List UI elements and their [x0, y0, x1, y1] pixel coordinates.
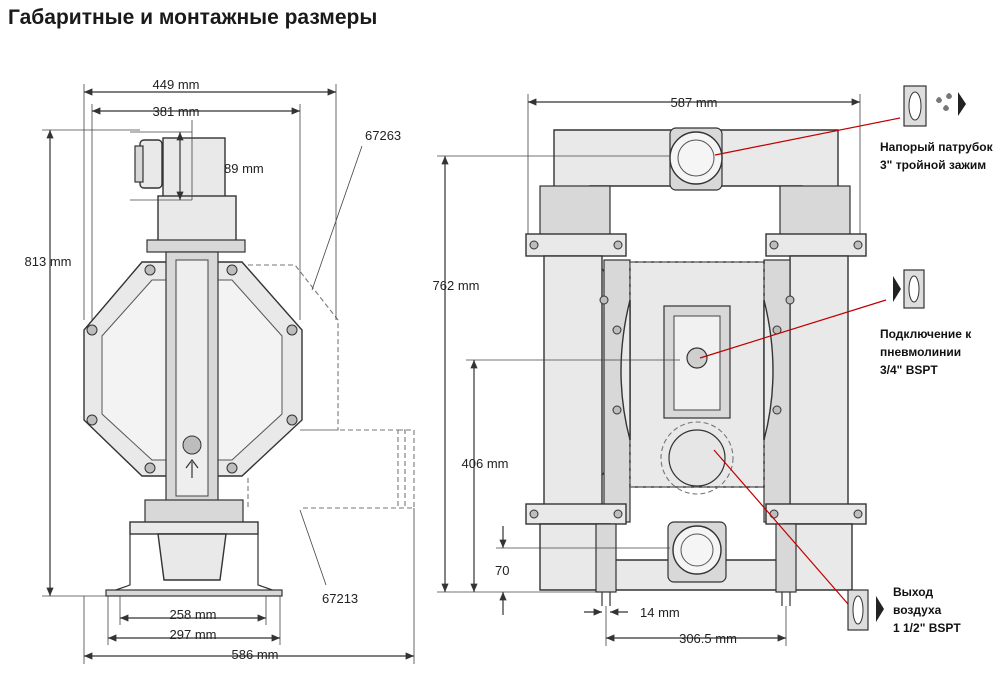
dim-586: 586 mm — [232, 647, 279, 662]
air-line1: Подключение к — [880, 327, 972, 341]
outlet-line2: 3" тройной зажим — [880, 158, 986, 172]
page-title: Габаритные и монтажные размеры — [8, 6, 378, 29]
dim-381: 381 mm — [153, 104, 200, 119]
front-view-labels: 587 mm 762 mm 406 mm 70 14 mm 306.5 mm — [433, 95, 737, 646]
part-number-bottom: 67213 — [322, 591, 358, 606]
side-view-labels: 449 mm 381 mm 89 mm 813 mm 258 mm 297 mm… — [25, 77, 402, 662]
exhaust-line1: Выход — [893, 585, 933, 599]
front-view-dimensions — [437, 94, 861, 646]
exhaust-line3: 1 1/2" BSPT — [893, 621, 961, 635]
dim-306-5: 306.5 mm — [679, 631, 737, 646]
dim-14: 14 mm — [640, 605, 680, 620]
air-inlet-icon — [893, 269, 925, 309]
air-exhaust-icon — [847, 589, 884, 631]
callout-leaders — [699, 117, 901, 605]
air-line2: пневмолинии — [880, 345, 961, 359]
air-line3: 3/4" BSPT — [880, 363, 938, 377]
side-view-dimensions — [42, 84, 415, 664]
dim-587: 587 mm — [671, 95, 718, 110]
dim-70: 70 — [495, 563, 509, 578]
outlet-connection-icon — [903, 85, 966, 127]
side-view — [83, 137, 415, 597]
front-view — [525, 127, 867, 606]
dim-813: 813 mm — [25, 254, 72, 269]
callout-outlet: Напорый патрубок 3" тройной зажим — [880, 140, 994, 172]
dim-762: 762 mm — [433, 278, 480, 293]
outlet-line1: Напорый патрубок — [880, 140, 994, 154]
dim-297: 297 mm — [170, 627, 217, 642]
part-number-top: 67263 — [365, 128, 401, 143]
exhaust-line2: воздуха — [893, 603, 942, 617]
dim-258: 258 mm — [170, 607, 217, 622]
callout-air-inlet: Подключение к пневмолинии 3/4" BSPT — [880, 327, 972, 377]
dim-406: 406 mm — [462, 456, 509, 471]
dim-89: 89 mm — [224, 161, 264, 176]
callout-exhaust: Выход воздуха 1 1/2" BSPT — [893, 585, 961, 635]
dim-449: 449 mm — [153, 77, 200, 92]
